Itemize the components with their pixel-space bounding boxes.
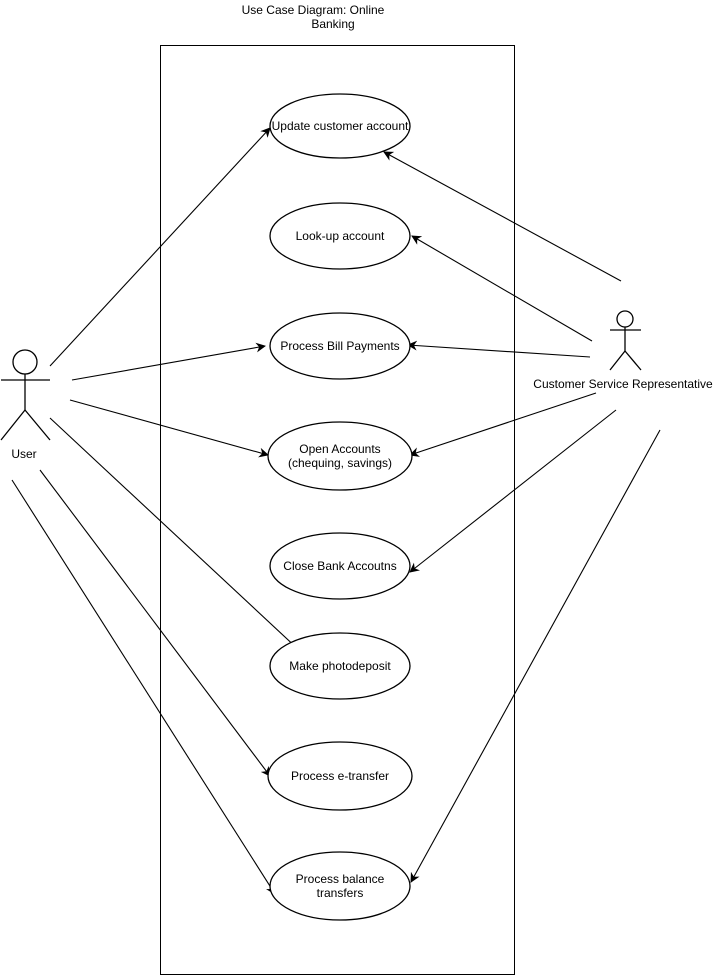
use-case-label: Close Bank Accoutns [283,559,396,573]
association-csr-bills [407,340,591,358]
association-csr-update [383,151,622,282]
use-case-ellipse [269,93,411,159]
actor-user-label: User [11,447,36,461]
use-case-label: Make photodeposit [289,659,391,673]
diagram-title: Use Case Diagram: Online Banking [242,3,385,31]
use-case-etransfer[interactable]: Process e-transfer [267,741,413,811]
association-csr-balance [410,429,661,883]
use-case-ellipse [269,532,411,600]
use-case-lookup[interactable]: Look-up account [269,202,411,270]
use-case-label: transfers [317,886,364,900]
association-user-update [49,127,271,367]
association-user-open [69,399,269,458]
use-case-label: Open Accounts [299,442,380,456]
title-line-2: Banking [311,17,354,31]
use-case-label: (chequing, savings) [288,456,392,470]
use-case-label: Process balance [296,872,385,886]
associations [11,127,661,895]
actor-csr-label: Customer Service Representative [533,377,713,391]
use-case-label: Process Bill Payments [280,339,399,353]
csr-stick-figure-icon [609,310,642,371]
use-case-label: Process e-transfer [291,769,389,783]
use-case-label: Update customer account [272,119,409,133]
system-boundary [160,45,515,975]
use-case-ellipse [269,202,411,270]
use-case-open[interactable]: Open Accounts(chequing, savings) [267,421,413,491]
use-case-update[interactable]: Update customer account [269,93,411,159]
use-case-label: Look-up account [296,229,385,243]
actor-csr[interactable]: Customer Service Representative [533,310,713,391]
use-case-ellipse [269,312,411,380]
association-user-etransfer [39,469,271,777]
association-user-photo [49,417,301,652]
use-case-photo[interactable]: Make photodeposit [269,632,411,700]
use-case-close[interactable]: Close Bank Accoutns [269,532,411,600]
association-csr-open [409,392,597,457]
use-case-ellipse [269,632,411,700]
title-line-1: Use Case Diagram: Online [242,3,385,17]
association-user-balance [11,479,276,895]
association-csr-lookup [411,235,593,342]
use-case-ellipse [267,741,413,811]
association-csr-close [409,409,617,573]
user-stick-figure-icon [0,349,51,441]
use-case-ellipse [269,851,411,921]
use-case-ellipse [267,421,413,491]
actor-user[interactable]: User [0,349,51,461]
use-case-bills[interactable]: Process Bill Payments [269,312,411,380]
association-user-bills [71,342,266,381]
